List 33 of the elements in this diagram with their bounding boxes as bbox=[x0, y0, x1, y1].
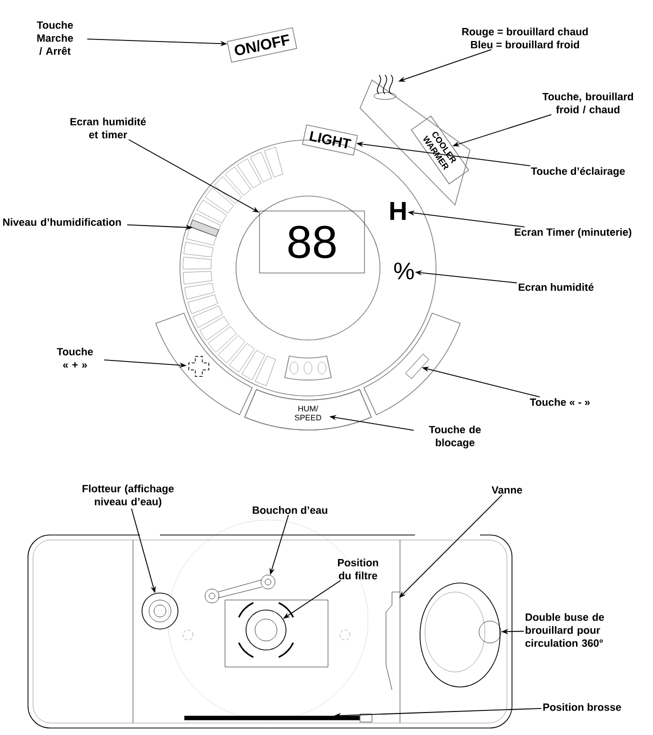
callout-text: Double buse de brouillard pour circulation 360° bbox=[525, 613, 604, 647]
callout-text: Bouchon d’eau bbox=[252, 506, 328, 514]
callout-text: Position brosse bbox=[543, 703, 622, 711]
callout-text: Touche, brouillard froid / chaud bbox=[542, 92, 634, 114]
callout-text: Touche d’éclairage bbox=[530, 167, 625, 177]
callout-text: Ecran humidité bbox=[518, 283, 594, 291]
power-button: ON/OFF bbox=[226, 27, 298, 63]
callout-text: Ecran Timer (minuterie) bbox=[514, 228, 632, 238]
filter-ring bbox=[246, 610, 286, 650]
callout-text: Position du filtre bbox=[338, 558, 378, 580]
percent-symbol: % bbox=[394, 262, 414, 280]
cap-circle bbox=[260, 574, 276, 590]
nozzle-circle bbox=[478, 620, 502, 644]
callout-text: Ecran humidité et timer bbox=[70, 118, 146, 138]
callout-text: Touche de blocage bbox=[428, 426, 481, 448]
plus-button bbox=[188, 356, 210, 377]
timer-symbol: H bbox=[390, 202, 406, 220]
callout-text: Rouge = brouillard chaud Bleu = brouillard froid bbox=[462, 28, 588, 48]
callout-text: Vanne bbox=[492, 486, 522, 494]
digital-display: 88 bbox=[259, 210, 365, 274]
callout-text: Niveau d’humidification bbox=[3, 218, 121, 226]
leader-line bbox=[399, 494, 503, 598]
callout-text: Flotteur (affichage niveau d’eau) bbox=[82, 484, 174, 508]
callout-text: Touche « - » bbox=[530, 398, 590, 406]
minus-button bbox=[405, 354, 430, 379]
callout-text: Touche Marche / Arrêt bbox=[36, 21, 74, 55]
light-button: LIGHT bbox=[302, 124, 358, 156]
level-segment bbox=[190, 220, 219, 237]
lock-button: HUM/ SPEED bbox=[244, 389, 372, 430]
callout-text: Touche « + » bbox=[56, 348, 93, 368]
steam-icon bbox=[374, 74, 396, 100]
brush-bar bbox=[184, 716, 360, 720]
float-circle bbox=[142, 592, 178, 630]
